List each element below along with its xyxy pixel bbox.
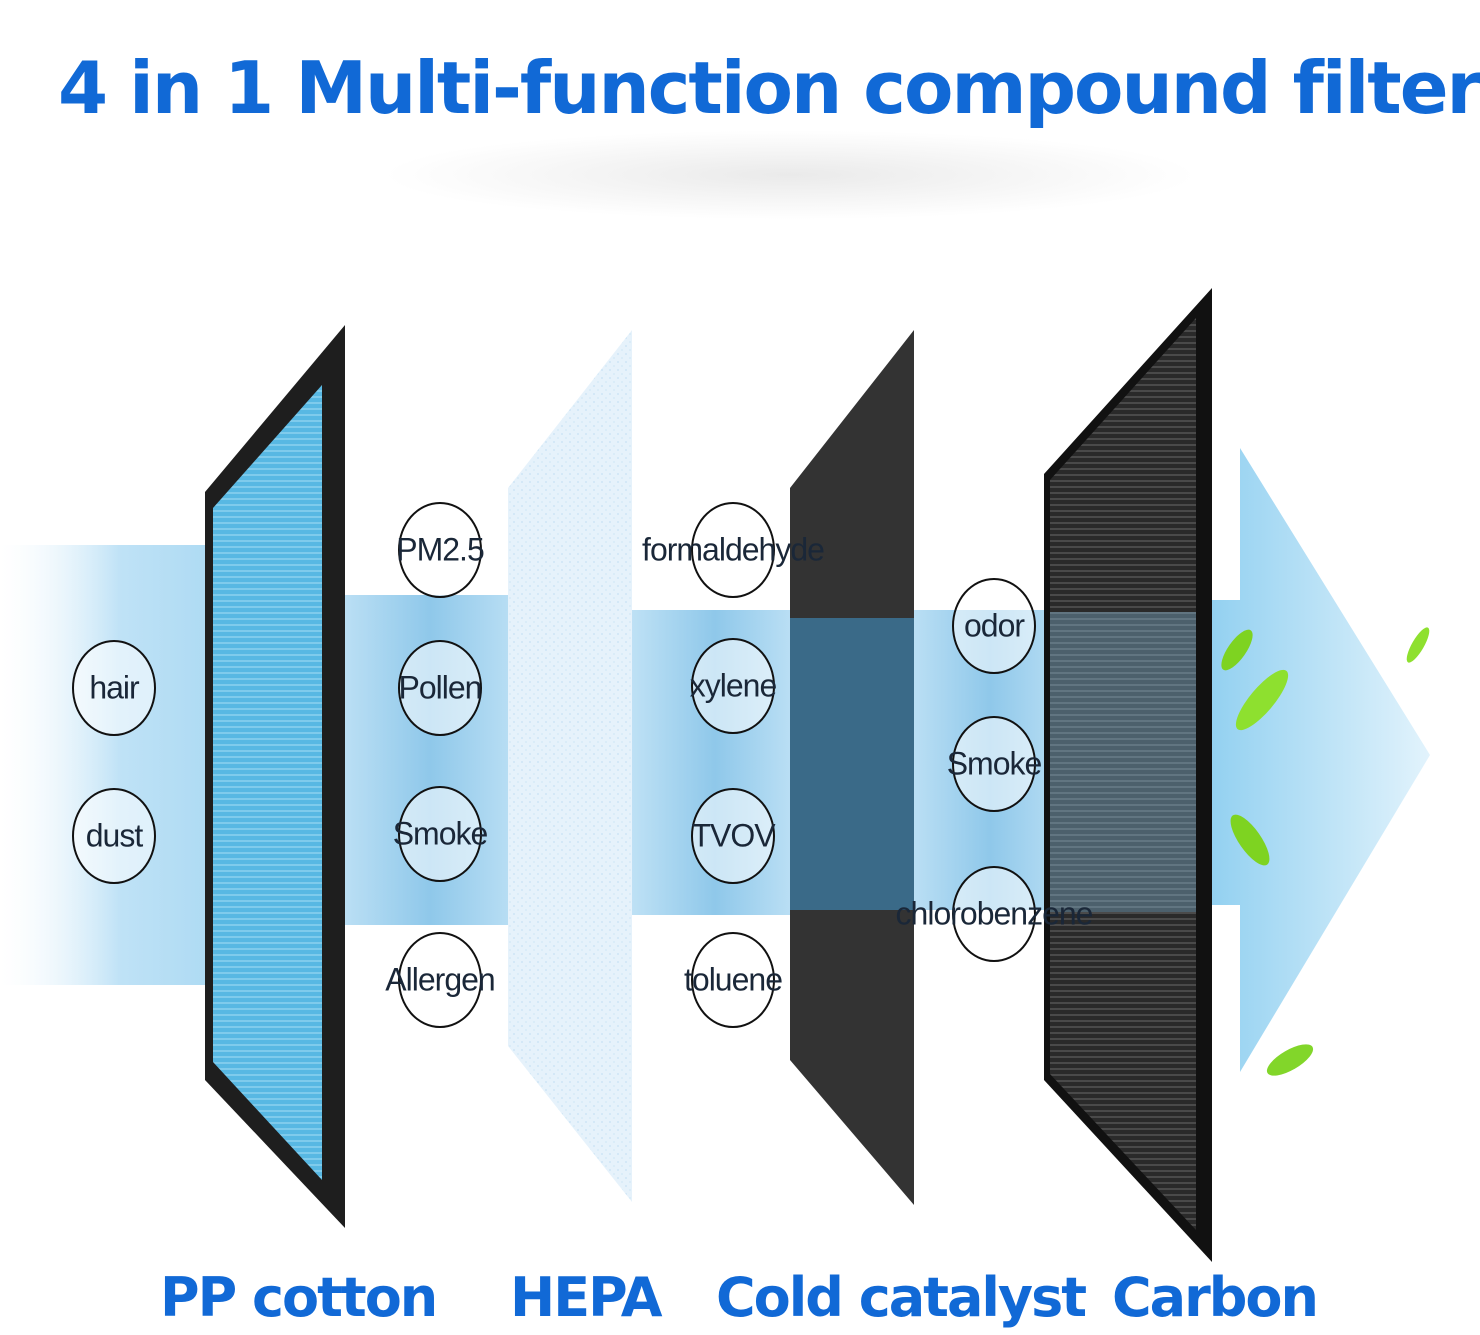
leaf-icon — [1406, 627, 1430, 663]
contaminant-label: PM2.5 — [396, 531, 484, 568]
stage-label-carbon: Carbon — [1112, 1266, 1319, 1329]
leaf-icon — [1221, 629, 1253, 671]
background-haze — [380, 130, 1200, 220]
contaminant-bubble: Allergen — [385, 932, 496, 1028]
contaminant-label: formaldehyde — [642, 531, 825, 568]
contaminant-label: dust — [85, 817, 143, 854]
stage-label-cold-catalyst: Cold catalyst — [716, 1266, 1087, 1329]
contaminant-label: Allergen — [385, 961, 495, 998]
leaf-icon — [1266, 1044, 1314, 1076]
contaminant-label: Pollen — [398, 669, 483, 706]
contaminant-bubble: PM2.5 — [396, 502, 485, 598]
hepa-media — [508, 330, 632, 1202]
contaminant-label: TVOV — [691, 817, 775, 854]
airflow-in — [0, 545, 240, 985]
stage-label-pp-cotton: PP cotton — [160, 1266, 438, 1329]
contaminant-bubble: Smoke — [393, 786, 488, 882]
page-title: 4 in 1 Multi-function compound filter — [58, 46, 1480, 130]
contaminant-bubble: odor — [952, 578, 1036, 674]
contaminant-bubble: xylene — [689, 638, 777, 734]
contaminant-label: toluene — [684, 961, 783, 998]
carbon-media — [1050, 318, 1196, 1230]
contaminant-bubble: TVOV — [691, 788, 776, 884]
leaf-icon — [1230, 814, 1270, 866]
contaminant-label: chlorobenzene — [895, 895, 1094, 932]
contaminant-label: xylene — [689, 667, 777, 704]
contaminant-label: Smoke — [392, 815, 489, 852]
leaf-icon — [1235, 669, 1289, 731]
contaminant-bubble: hair — [72, 640, 156, 736]
cold-catalyst-highlight — [790, 618, 914, 910]
contaminant-bubble: Smoke — [947, 716, 1042, 812]
contaminant-label: hair — [89, 669, 139, 706]
stage-label-hepa: HEPA — [510, 1266, 662, 1329]
contaminant-bubble: chlorobenzene — [896, 866, 1093, 962]
contaminant-bubble: dust — [72, 788, 156, 884]
carbon-airflow-overlay — [1050, 612, 1196, 912]
contaminant-label: Smoke — [946, 745, 1043, 782]
contaminant-bubble: toluene — [684, 932, 783, 1028]
contaminant-bubble: formaldehyde — [642, 502, 825, 598]
contaminant-bubble: Pollen — [398, 640, 482, 736]
contaminant-label: odor — [963, 607, 1025, 644]
pp-cotton-media — [213, 385, 322, 1180]
airflow-out-arrow — [1200, 448, 1430, 1072]
